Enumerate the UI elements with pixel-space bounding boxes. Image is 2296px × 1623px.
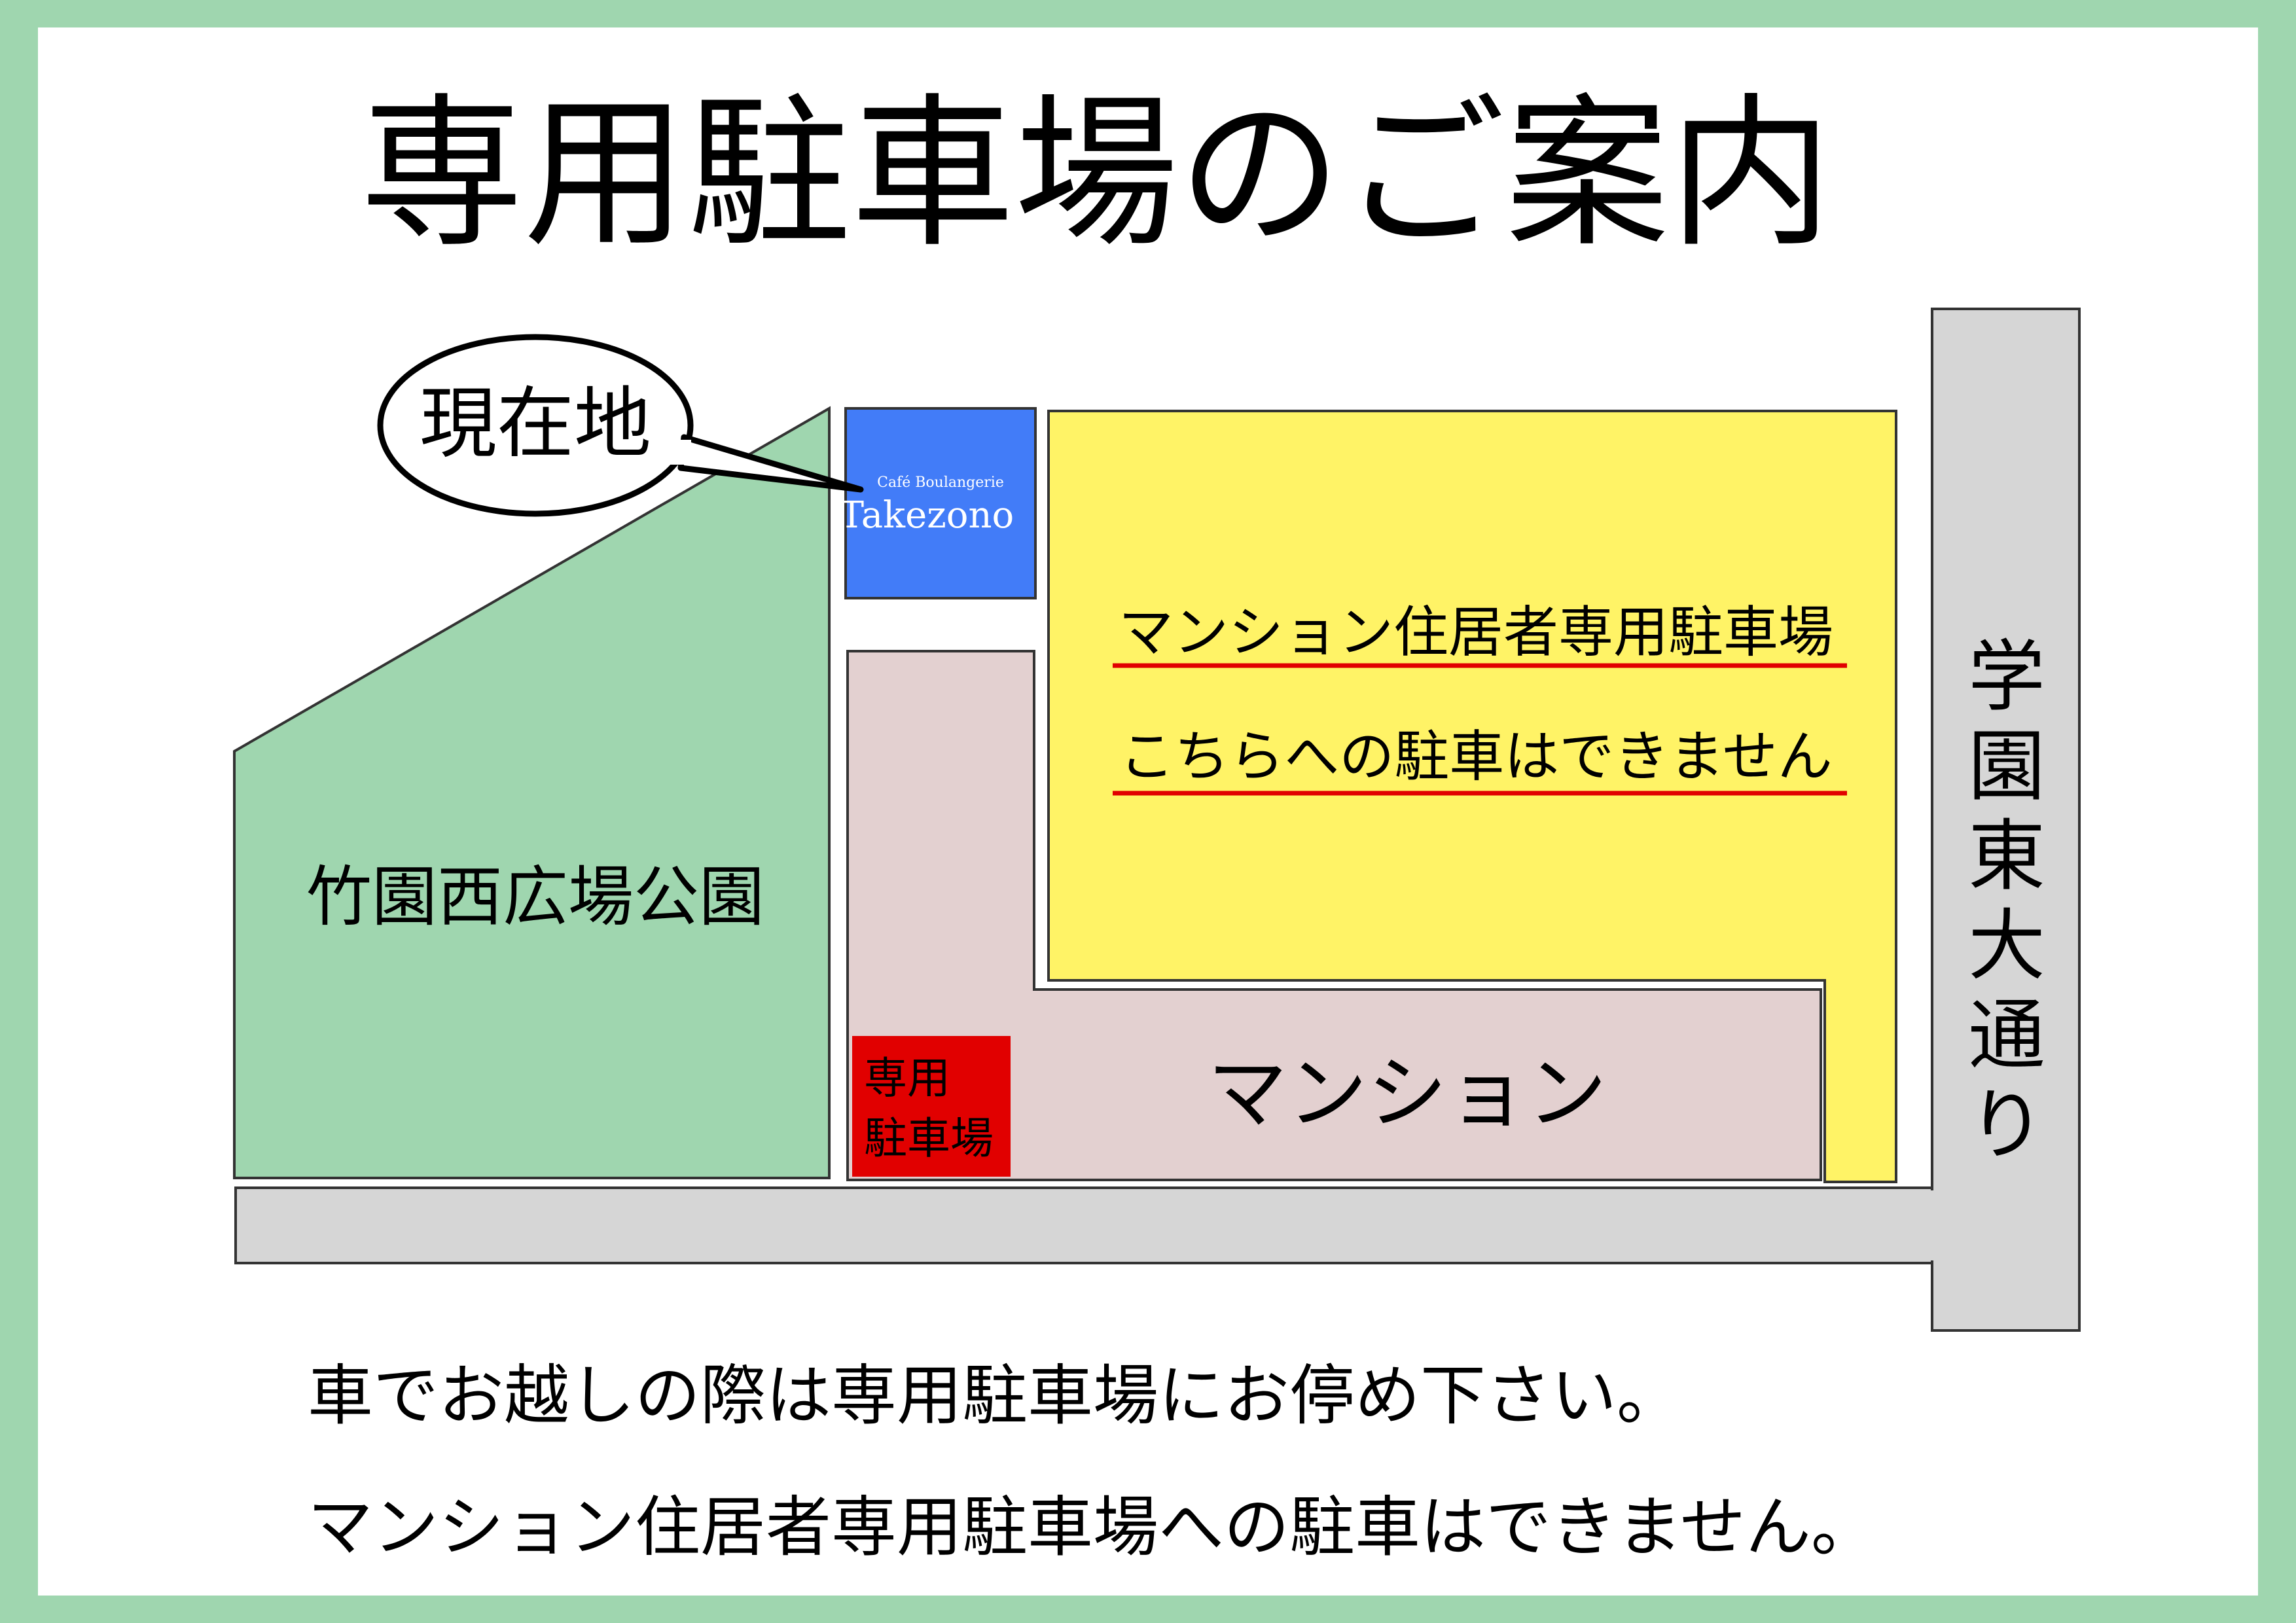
page-title: 専用駐車場のご案内	[360, 79, 1833, 269]
note-line2: マンション住居者専用駐車場への駐車はできません。	[308, 1489, 1876, 1565]
avenue-label: 学 園 東 大 通 り	[1968, 632, 2045, 1170]
dedicated-parking-line2: 駐車場	[864, 1113, 994, 1164]
avenue-char: り	[1968, 1080, 2045, 1170]
cafe-name: Takezono	[840, 494, 1014, 537]
resident-parking-area	[1047, 410, 1897, 1183]
avenue-char: 通	[1968, 990, 2045, 1080]
dedicated-parking[interactable]	[852, 1036, 1011, 1177]
current-location-label: 現在地	[420, 378, 651, 469]
cafe-takezono[interactable]	[844, 407, 1037, 599]
roads	[234, 308, 2081, 1332]
mansion-building	[846, 650, 1822, 1181]
park-label: 竹園西広場公園	[306, 859, 764, 935]
avenue-char: 園	[1968, 721, 2045, 812]
avenue-char: 東	[1968, 811, 2045, 901]
note-line1: 車でお越しの際は専用駐車場にお停め下さい。	[308, 1357, 1682, 1434]
park-area	[233, 406, 831, 1179]
cafe-subtitle: Café Boulangerie	[877, 474, 1004, 491]
current-location-callout: 現在地	[377, 334, 864, 517]
road-junction	[1929, 1190, 1949, 1260]
avenue-char: 学	[1968, 632, 2045, 722]
resident-parking-line1: マンション住居者専用駐車場	[1119, 600, 1833, 664]
dedicated-parking-line1: 専用	[864, 1053, 950, 1103]
callout-bubble	[377, 334, 694, 517]
resident-parking-line2: こちらへの駐車はできません	[1119, 724, 1832, 789]
road-horizontal	[234, 1186, 1933, 1264]
road-avenue	[1931, 308, 2081, 1332]
callout-seam	[668, 440, 691, 465]
mansion-label: マンション	[1208, 1047, 1607, 1140]
avenue-char: 大	[1968, 901, 2045, 991]
